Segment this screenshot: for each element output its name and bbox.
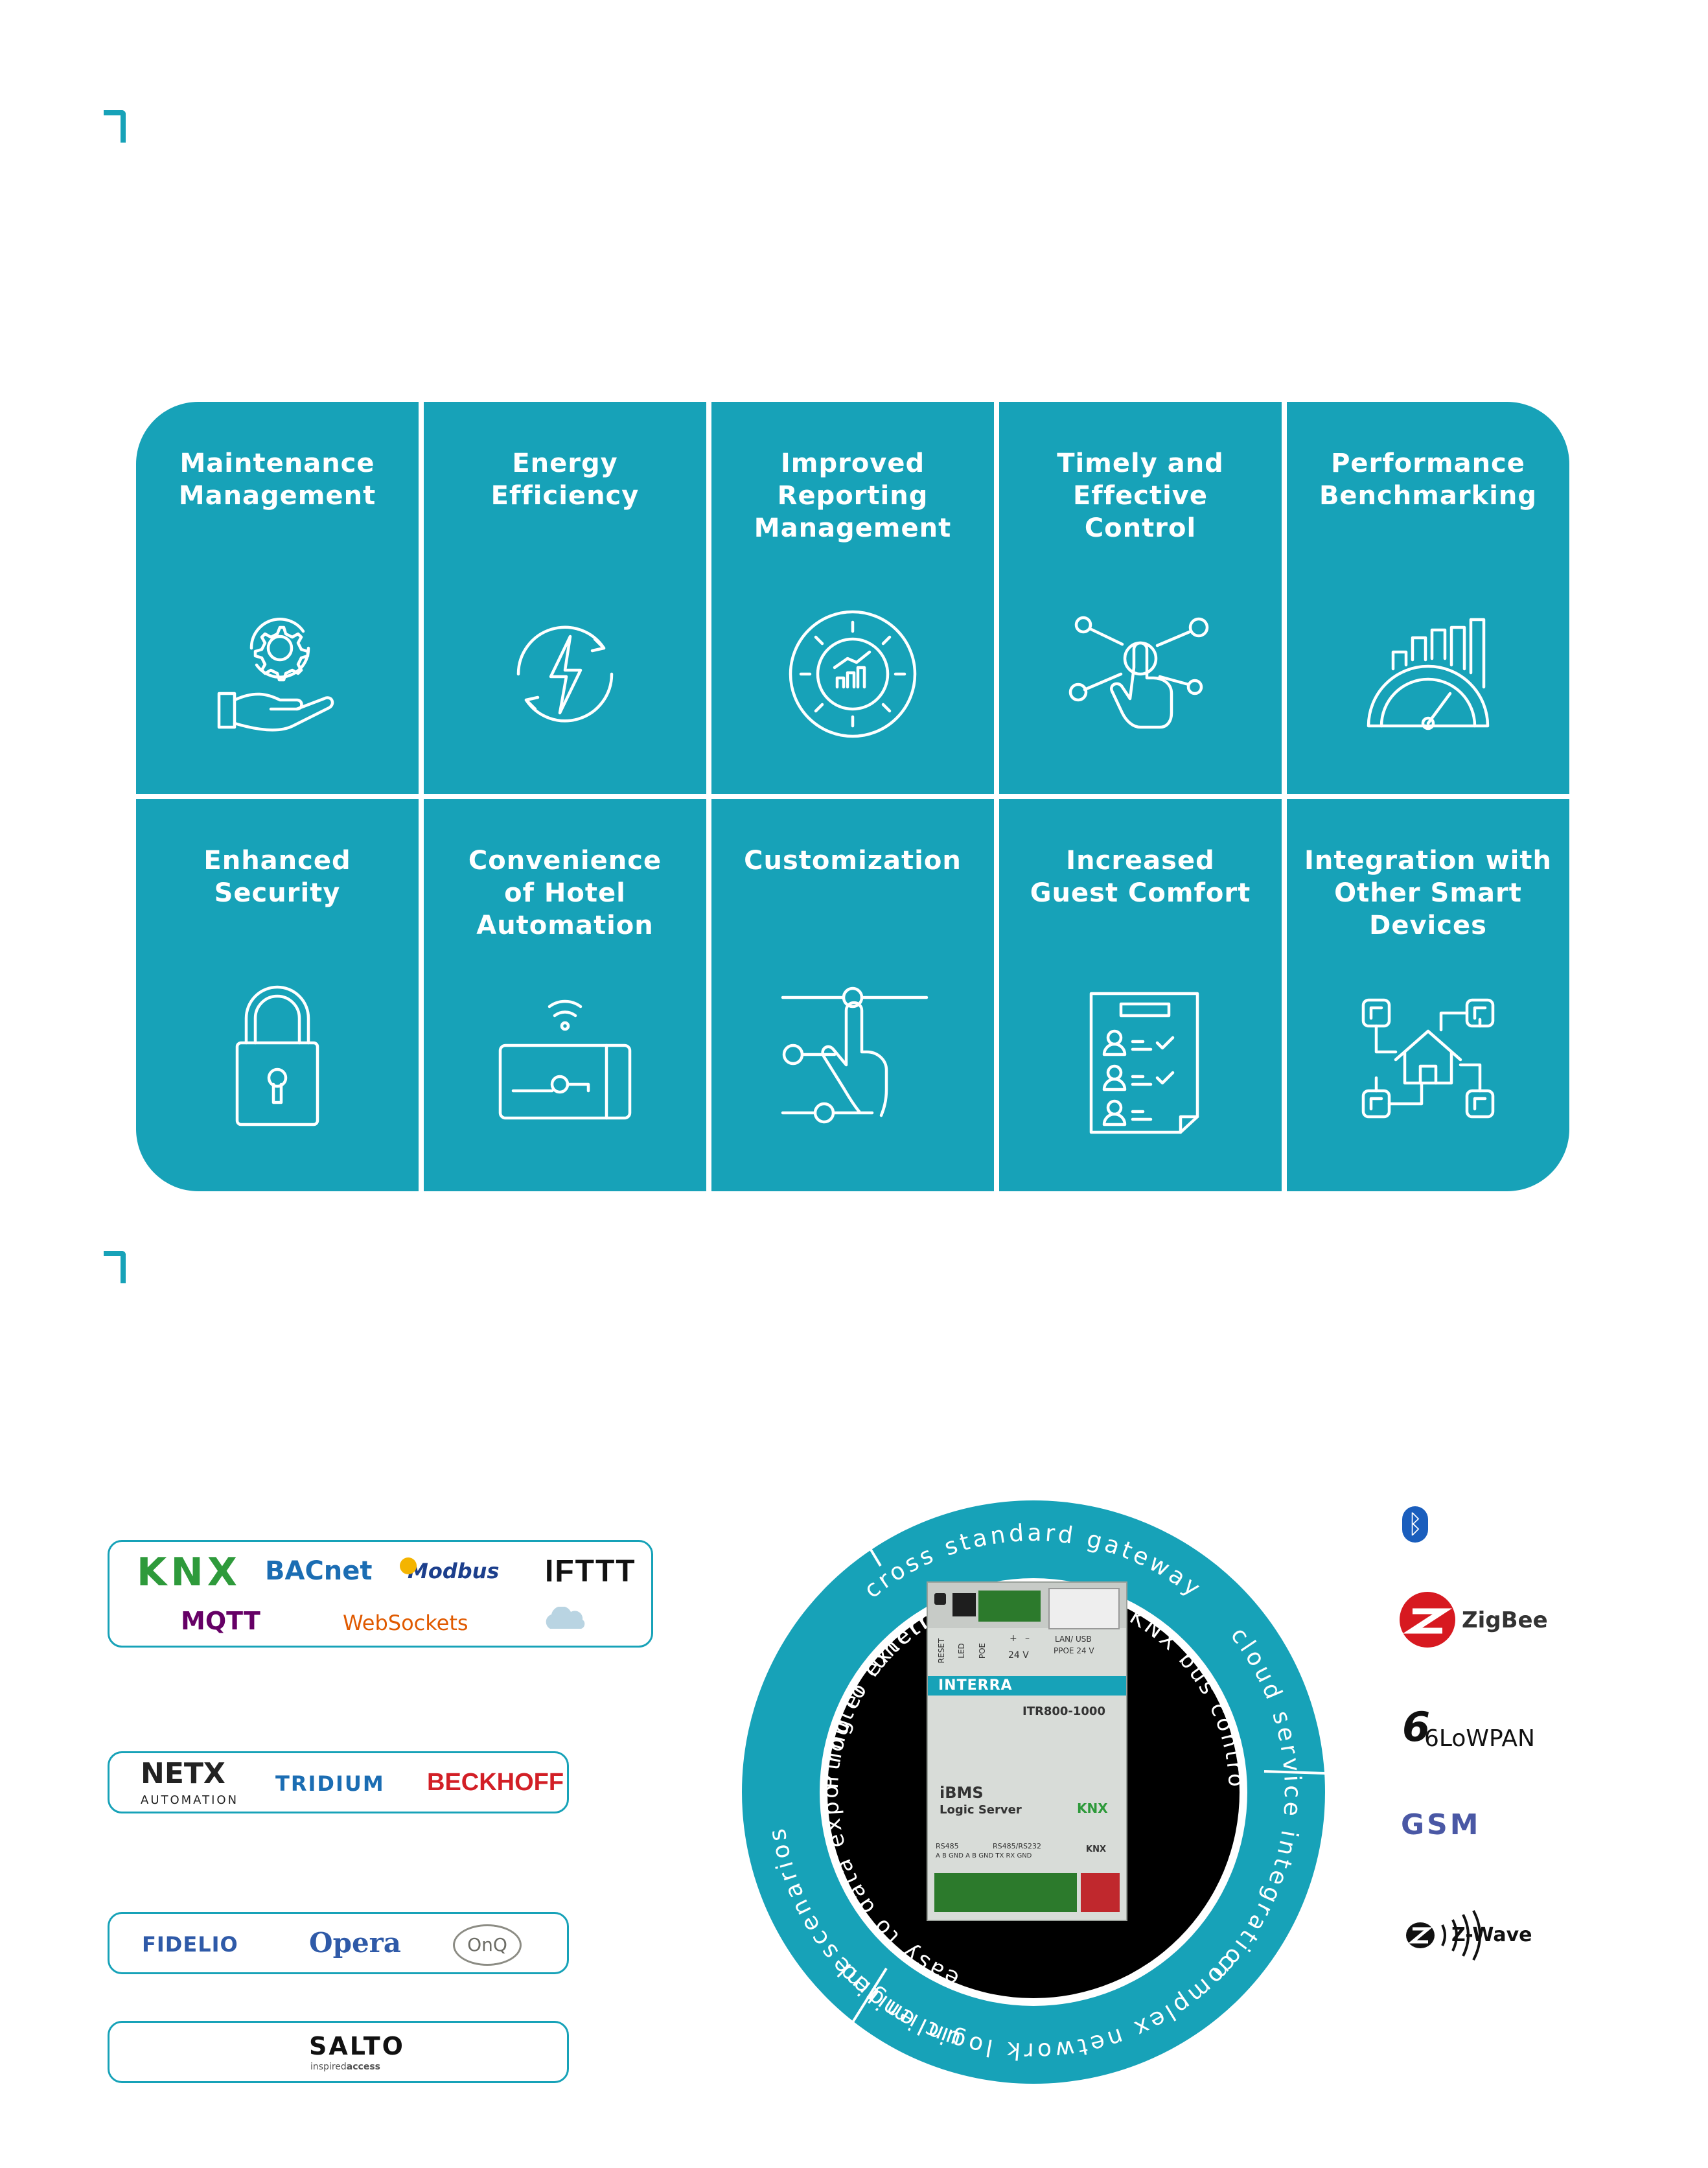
6lowpan-logo: 6 bbox=[1402, 1703, 1431, 1751]
device-knx-port-label: KNX bbox=[1086, 1845, 1106, 1854]
netx-logo: NETX bbox=[141, 1757, 225, 1790]
section-corner-marker-bottom bbox=[104, 1251, 126, 1283]
feature-improved-reporting-management: Improved Reporting Management bbox=[711, 402, 994, 794]
beckhoff-logo: BECKHOFF bbox=[427, 1769, 564, 1796]
device-minus-label: – bbox=[1025, 1633, 1030, 1644]
device-terminal-bottom bbox=[934, 1873, 1077, 1912]
device-reset-button[interactable] bbox=[934, 1593, 946, 1605]
bluetooth-icon: ᛒ bbox=[1402, 1506, 1428, 1543]
feature-label: Timely and Effective Control bbox=[1057, 449, 1224, 543]
device-plus-label: + bbox=[1010, 1633, 1017, 1644]
protocols-group-integrators: NETX AUTOMATION TRIDIUM BECKHOFF bbox=[108, 1751, 569, 1813]
zwave-logo bbox=[1403, 1906, 1514, 1964]
features-grid: Maintenance Management Energy Efficiency bbox=[136, 402, 1569, 1191]
feature-increased-guest-comfort: Increased Guest Comfort bbox=[999, 799, 1282, 1191]
hand-gear-icon bbox=[200, 596, 355, 752]
feature-enhanced-security: Enhanced Security bbox=[136, 799, 419, 1191]
feature-label: Customization bbox=[744, 846, 962, 876]
device-led-label: LED bbox=[956, 1643, 966, 1659]
device-led-block bbox=[952, 1593, 976, 1616]
slider-touch-icon bbox=[775, 974, 930, 1130]
device-rs485-label: RS485 bbox=[936, 1842, 959, 1850]
gear-chart-icon bbox=[775, 596, 930, 752]
device-pins-label: A B GND A B GND TX RX GND bbox=[936, 1852, 1032, 1859]
feature-label: Integration with Other Smart Devices bbox=[1304, 846, 1552, 940]
wifi-key-card-icon bbox=[487, 981, 643, 1136]
device-poe-label: POE bbox=[978, 1642, 987, 1659]
smart-home-network-icon bbox=[1350, 981, 1506, 1136]
feature-energy-efficiency: Energy Efficiency bbox=[424, 402, 706, 794]
energy-cycle-icon bbox=[487, 596, 643, 752]
logic-server-device: RESET LED POE + – 24 V LAN/ USB PPOE 24 … bbox=[927, 1581, 1127, 1921]
device-lan-label-1: LAN/ USB bbox=[1055, 1635, 1092, 1644]
modbus-logo: Modbus bbox=[408, 1559, 500, 1583]
tridium-logo: TRIDIUM bbox=[275, 1771, 385, 1796]
feature-performance-benchmarking: Performance Benchmarking bbox=[1287, 402, 1569, 794]
feature-integration-smart-devices: Integration with Other Smart Devices bbox=[1287, 799, 1569, 1191]
device-lan-port[interactable] bbox=[1048, 1588, 1120, 1629]
onq-logo: OnQ bbox=[453, 1924, 522, 1966]
websockets-logo: WebSockets bbox=[343, 1611, 468, 1635]
device-lan-label-2: PPOE 24 V bbox=[1054, 1646, 1094, 1655]
knx-logo: KNX bbox=[137, 1550, 241, 1595]
salto-tagline-inspired: inspired bbox=[310, 2062, 347, 2072]
device-voltage-label: 24 V bbox=[1008, 1650, 1029, 1661]
feature-label: Maintenance Management bbox=[178, 449, 376, 511]
device-name-1: iBMS bbox=[940, 1784, 984, 1802]
gauge-chart-icon bbox=[1350, 596, 1506, 752]
feature-label: Enhanced Security bbox=[203, 846, 351, 908]
device-name-2: Logic Server bbox=[940, 1803, 1022, 1817]
netx-automation-text: AUTOMATION bbox=[141, 1793, 239, 1807]
ifttt-logo: IFTTT bbox=[545, 1554, 636, 1589]
6lowpan-label: 6LoWPAN bbox=[1424, 1725, 1535, 1752]
salto-tagline: inspiredaccess bbox=[310, 2062, 380, 2072]
salto-tagline-access: access bbox=[346, 2062, 380, 2072]
padlock-icon bbox=[200, 981, 355, 1136]
touch-network-icon bbox=[1063, 596, 1218, 752]
opera-logo: Opera bbox=[309, 1927, 402, 1959]
section-corner-marker-top bbox=[104, 110, 126, 143]
feature-label: Energy Efficiency bbox=[490, 449, 640, 511]
bluetooth-label: Bluetooth bbox=[1402, 1506, 1403, 1507]
bacnet-logo: BACnet bbox=[265, 1556, 373, 1586]
device-knx-logo: KNX bbox=[1077, 1801, 1108, 1816]
protocols-group-hotel-pms: FIDELIO Opera OnQ bbox=[108, 1912, 569, 1974]
zwave-label: Z-Wave bbox=[1451, 1924, 1532, 1946]
feature-label: Improved Reporting Management bbox=[754, 449, 952, 543]
feature-label: Increased Guest Comfort bbox=[1030, 846, 1251, 908]
modbus-flower-icon bbox=[400, 1557, 417, 1574]
protocols-group-access: SALTO inspiredaccess bbox=[108, 2021, 569, 2083]
feature-label: Convenience of Hotel Automation bbox=[468, 846, 662, 940]
device-terminal-top bbox=[978, 1591, 1041, 1622]
device-brand: INTERRA bbox=[938, 1677, 1013, 1694]
device-rs485-232-label: RS485/RS232 bbox=[993, 1842, 1041, 1850]
protocols-group-building: KNX BACnet Modbus IFTTT MQTT WebSockets bbox=[108, 1540, 653, 1648]
feature-timely-effective-control: Timely and Effective Control bbox=[999, 402, 1282, 794]
feature-convenience-hotel-automation: Convenience of Hotel Automation bbox=[424, 799, 706, 1191]
zigbee-logo bbox=[1400, 1592, 1455, 1648]
device-reset-label: RESET bbox=[937, 1638, 947, 1664]
feature-maintenance-management: Maintenance Management bbox=[136, 402, 419, 794]
salto-logo: SALTO bbox=[309, 2032, 405, 2060]
mqtt-logo: MQTT bbox=[181, 1607, 260, 1635]
fidelio-logo: FIDELIO bbox=[142, 1932, 238, 1957]
zigbee-label: ZigBee bbox=[1462, 1607, 1548, 1633]
gsm-logo: GSM bbox=[1401, 1808, 1481, 1841]
feature-customization: Customization bbox=[711, 799, 994, 1191]
device-brand-stripe bbox=[928, 1676, 1126, 1696]
cloud-icon bbox=[540, 1606, 592, 1633]
feature-label: Performance Benchmarking bbox=[1319, 449, 1538, 511]
device-knx-terminal bbox=[1081, 1873, 1120, 1912]
checklist-icon bbox=[1063, 981, 1218, 1136]
device-model: ITR800-1000 bbox=[1022, 1705, 1105, 1718]
